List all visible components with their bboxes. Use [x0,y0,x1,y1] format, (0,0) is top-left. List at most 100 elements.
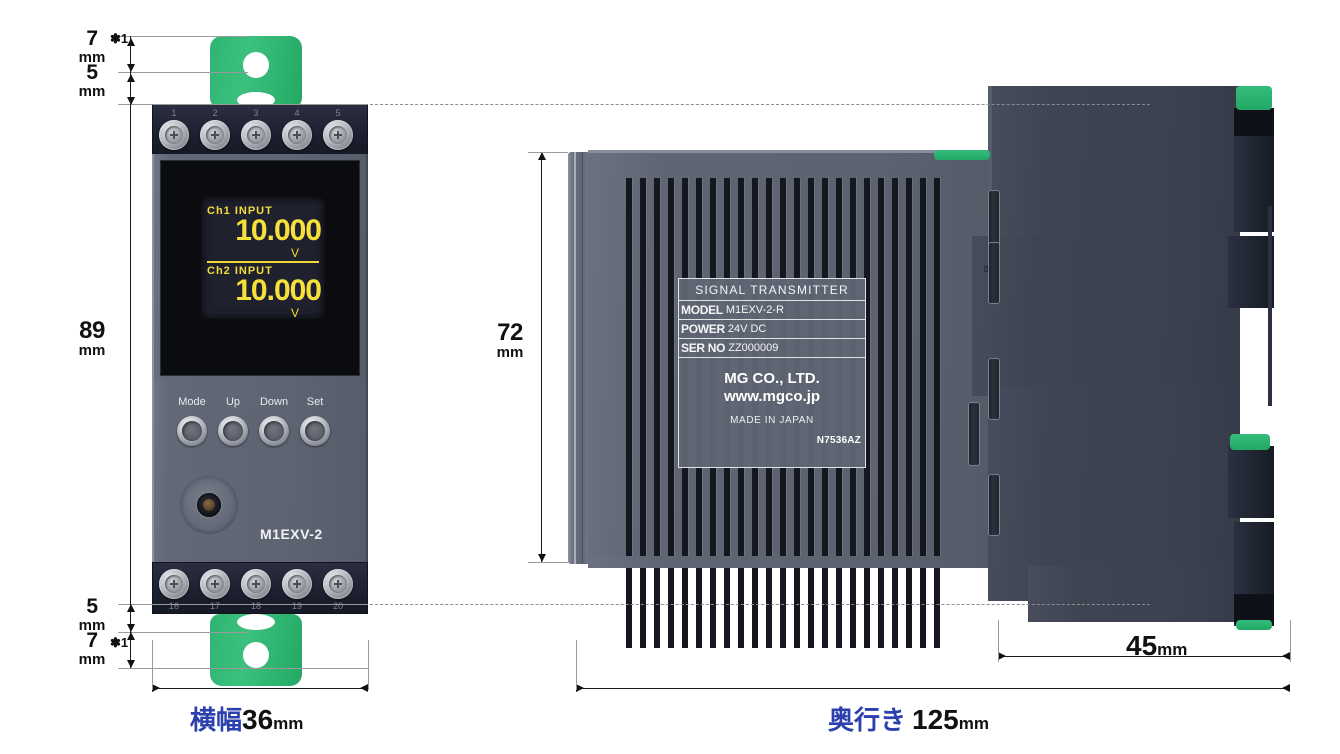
arrow-right-icon [152,684,160,692]
set-button[interactable] [300,416,330,446]
up-button[interactable] [218,416,248,446]
terminal-clip-middle [1230,434,1270,450]
terminal-clip-top [1236,86,1272,110]
arrow-down-icon [127,624,135,632]
mounting-slot [988,358,1000,420]
rear-connector-shell [1234,108,1274,136]
extension-line [528,152,568,153]
connector-jack [197,493,221,517]
arrow-up-icon [127,604,135,612]
nameplate-row-model: MODEL M1EXV-2-R [679,301,865,320]
extension-line [118,36,248,37]
rear-housing-foot [1028,566,1240,622]
arrow-left-icon [360,684,368,692]
arrow-up-icon [538,152,546,160]
dim-top-clip: 7 mm [78,27,106,67]
product-nameplate: SIGNAL TRANSMITTER MODEL M1EXV-2-R POWER… [678,278,866,468]
nameplate-value: M1EXV-2-R [725,304,784,316]
dim-bottom-clip-note: ✽1 [110,635,129,650]
button-label-up: Up [225,396,241,408]
terminal-screw[interactable] [159,120,189,150]
dimension-line-height [130,36,131,668]
dim-width-jp: 横幅 [190,705,243,735]
rear-edge-highlight [988,86,992,256]
control-panel: Mode Up Down Set M1EXV-2 [152,380,368,582]
screen-bezel: Ch1 INPUT 10.000 V Ch2 INPUT 10.000 V [160,160,360,376]
extension-line [118,72,248,73]
rear-housing-upper [988,86,1240,256]
dim-bottom-gap: 5 mm [78,595,106,635]
terminal-screw[interactable] [241,120,271,150]
bracket-hole [243,52,269,78]
dim-rear-depth-unit: mm [1157,640,1188,659]
faceplate-highlight [574,152,576,564]
button-label-down: Down [259,396,289,408]
screw-cross-icon [334,580,342,588]
lcd-display[interactable]: Ch1 INPUT 10.000 V Ch2 INPUT 10.000 V [201,197,325,319]
terminal-label: 18 [250,601,261,611]
extension-line [118,632,248,633]
extension-line [576,640,577,690]
ch1-caption: Ch1 INPUT [207,205,273,217]
nameplate-key: MODEL [681,303,723,317]
down-button[interactable] [259,416,289,446]
nameplate-row-power: POWER 24V DC [679,320,865,339]
terminal-screw[interactable] [200,120,230,150]
button-label-set: Set [306,396,324,408]
connector-port[interactable] [180,476,238,534]
nameplate-website: www.mgco.jp [723,388,821,405]
top-terminal-strip: 1 2 3 4 5 [152,104,368,156]
terminal-screw[interactable] [323,120,353,150]
dim-width-label: 横幅36mm [190,700,303,737]
dim-rear-depth-label: 45mm [1126,630,1187,662]
terminal-label: 3 [253,108,259,118]
screw-cross-icon [211,580,219,588]
dim-width-unit: mm [273,714,304,733]
dim-depth-jp: 奥行き [828,705,907,735]
dim-rear-depth-value: 45 [1126,630,1158,661]
arrow-left-icon [1282,652,1290,660]
mounting-slot [988,242,1000,304]
terminal-label: 19 [291,601,302,611]
dim-top-clip-note: ✽1 [110,31,129,46]
terminal-screw[interactable] [241,569,271,599]
rear-connector-block [1228,446,1274,518]
nameplate-made-in: MADE IN JAPAN [730,415,814,426]
extension-line [118,604,368,605]
mode-button[interactable] [177,416,207,446]
arrow-up-icon [127,74,135,82]
bracket-hole [243,642,269,668]
dim-depth-unit: mm [958,714,989,733]
housing-marking: ▯ [984,264,989,273]
terminal-screw[interactable] [323,569,353,599]
dim-panel-height: 72 mm [482,320,538,362]
extension-line [118,104,368,105]
screw-cross-icon [293,131,301,139]
terminal-label: 5 [335,108,341,118]
extension-line [368,640,369,690]
nameplate-value: 24V DC [727,323,767,335]
connector-edge [1268,206,1272,406]
nameplate-key: SER NO [681,341,726,355]
rear-edge-highlight [968,236,972,396]
screw-cross-icon [334,131,342,139]
arrow-up-icon [127,632,135,640]
terminal-screw[interactable] [282,569,312,599]
alignment-line-bottom [360,604,1150,605]
housing-top-highlight [588,150,988,153]
faceplate-shadow [582,152,583,564]
screw-cross-icon [211,131,219,139]
terminal-label: 4 [294,108,300,118]
arrow-right-icon [998,652,1006,660]
terminal-label: 2 [212,108,218,118]
terminal-screw[interactable] [159,569,189,599]
alignment-line-top [360,104,1150,105]
terminal-screw[interactable] [200,569,230,599]
arrow-down-icon [127,660,135,668]
dim-width-value: 36 [242,704,274,735]
terminal-label: 17 [209,601,220,611]
screw-cross-icon [293,580,301,588]
nameplate-row-serial: SER NO ZZ000009 [679,339,865,358]
terminal-screw[interactable] [282,120,312,150]
